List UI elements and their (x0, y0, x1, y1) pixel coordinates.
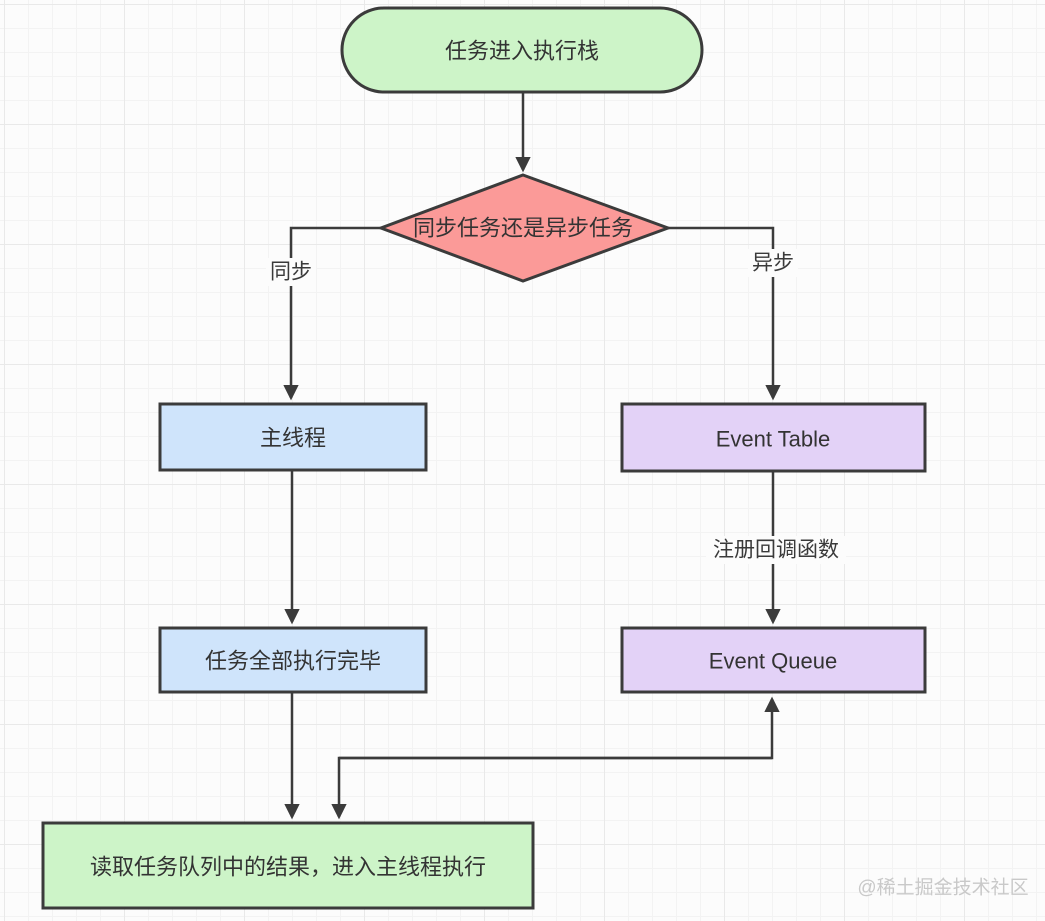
start-shape (340, 6, 704, 94)
event-table-label: Event Table (716, 427, 831, 452)
node-main-thread: 主线程 (158, 402, 428, 472)
decision-label: 同步任务还是异步任务 (413, 216, 633, 241)
node-read-queue: 读取任务队列中的结果，进入主线程执行 (41, 821, 535, 910)
edge-decision-to-main-thread (283, 226, 381, 401)
tasks-done-label: 任务全部执行完毕 (205, 649, 381, 674)
node-start: 任务进入执行栈 (340, 6, 704, 94)
read-queue-label: 读取任务队列中的结果，进入主线程执行 (90, 855, 486, 880)
edge-label-register-callback-bg (706, 536, 846, 564)
main-thread-label: 主线程 (260, 426, 326, 451)
watermark-text: @稀土掘金技术社区 (857, 877, 1028, 899)
edge-label-sync: 同步 (266, 258, 316, 286)
edge-label-async-bg (748, 249, 798, 277)
node-event-queue: Event Queue (620, 626, 927, 694)
tasks-done-shape (158, 626, 428, 694)
main-thread-shape (158, 402, 428, 472)
read-queue-shape (41, 821, 535, 910)
edge-label-async-text: 异步 (752, 252, 794, 275)
edge-label-sync-text: 同步 (270, 261, 312, 284)
event-table-shape (620, 402, 927, 473)
node-decision: 同步任务还是异步任务 (376, 173, 673, 283)
edge-decision-to-event-table (668, 226, 781, 401)
node-tasks-done: 任务全部执行完毕 (158, 626, 428, 694)
edge-loop-to-read-queue (331, 756, 772, 820)
event-queue-label: Event Queue (709, 649, 837, 674)
edge-label-register-callback: 注册回调函数 (706, 536, 846, 564)
edge-label-sync-bg (266, 258, 316, 286)
event-queue-shape (620, 626, 927, 694)
start-label: 任务进入执行栈 (445, 39, 599, 64)
edge-label-async: 异步 (748, 249, 798, 277)
edge-label-register-callback-text: 注册回调函数 (713, 539, 839, 562)
node-event-table: Event Table (620, 402, 927, 473)
edge-loop-to-event-queue (339, 696, 780, 760)
decision-shape (376, 173, 673, 283)
